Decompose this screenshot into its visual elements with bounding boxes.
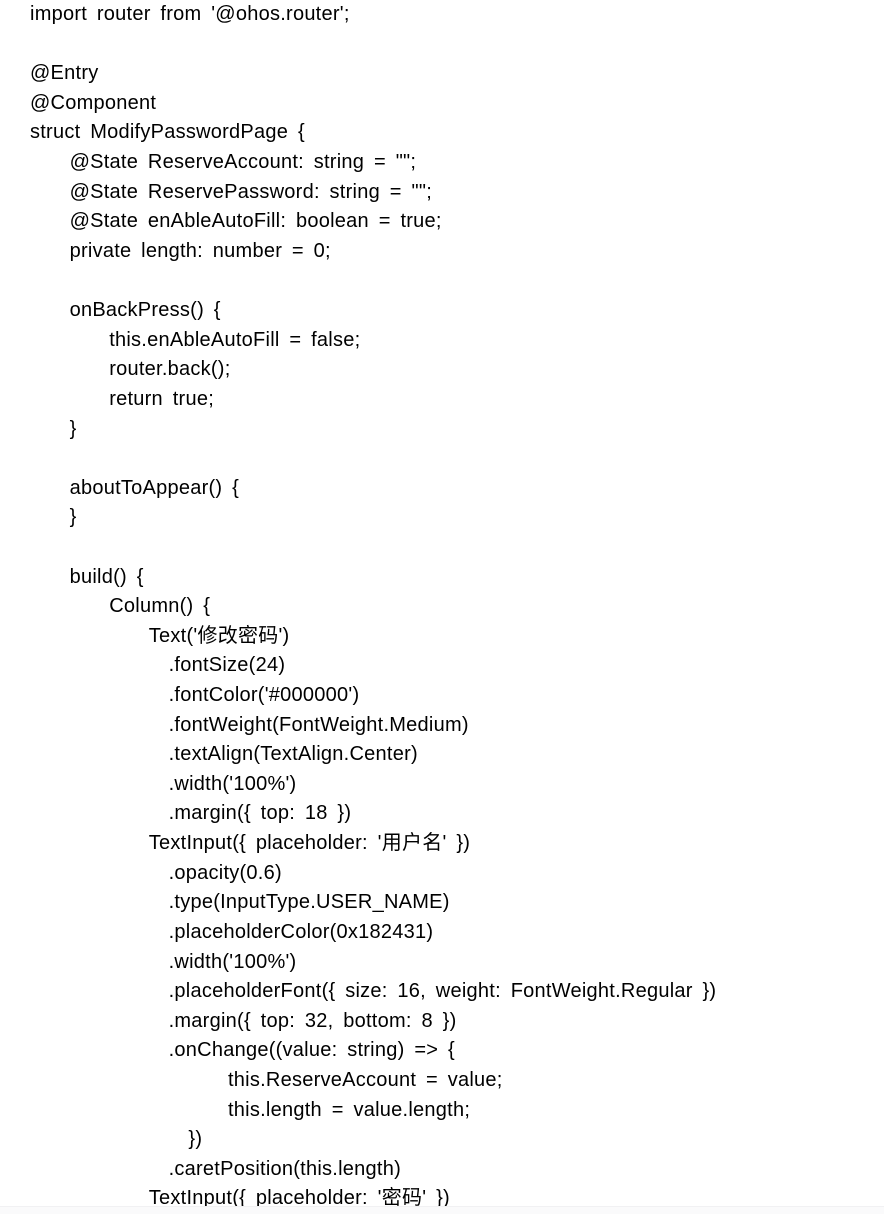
code-line: private length: number = 0;: [69, 239, 331, 262]
code-line: [0, 533, 884, 563]
code-line: .fontColor('#000000'): [168, 684, 360, 707]
code-line: .width('100%'): [168, 772, 297, 795]
code-line: @State ReserveAccount: string = "";: [69, 151, 417, 174]
code-line: @State ReservePassword: string = "";: [69, 180, 433, 203]
code-line: Text('修改密码'): [148, 624, 290, 647]
code-line: }: [69, 417, 77, 440]
code-line: .placeholderColor(0x182431): [168, 920, 434, 943]
code-line: @Component: [30, 91, 157, 114]
code-line: .fontWeight(FontWeight.Medium): [168, 713, 469, 736]
code-line: @State enAbleAutoFill: boolean = true;: [69, 210, 442, 233]
code-line: import router from '@ohos.router';: [30, 3, 350, 25]
code-line: .placeholderFont({ size: 16, weight: Fon…: [168, 980, 717, 1003]
code-line: }: [69, 506, 77, 529]
code-line: build() {: [69, 565, 144, 588]
code-line: this.enAbleAutoFill = false;: [109, 328, 361, 351]
code-line: .type(InputType.USER_NAME): [168, 891, 450, 914]
code-line: .width('100%'): [168, 950, 297, 973]
code-line: .onChange((value: string) => {: [168, 1039, 455, 1062]
code-line: return true;: [109, 387, 215, 410]
code-line: .opacity(0.6): [168, 861, 282, 884]
code-line: onBackPress() {: [69, 299, 221, 322]
code-line: [0, 30, 884, 60]
code-line: this.ReserveAccount = value;: [228, 1068, 503, 1091]
code-line: .margin({ top: 32, bottom: 8 }): [168, 1009, 457, 1032]
code-line: .caretPosition(this.length): [168, 1157, 402, 1180]
code-line: TextInput({ placeholder: '用户名' }): [148, 832, 471, 855]
code-line: .textAlign(TextAlign.Center): [168, 743, 418, 766]
code-line: this.length = value.length;: [228, 1098, 471, 1121]
code-line: .margin({ top: 18 }): [168, 802, 352, 825]
code-line: }): [188, 1128, 203, 1151]
code-line: Column() {: [109, 595, 211, 618]
code-line: router.back();: [109, 358, 231, 381]
code-line: [0, 266, 884, 296]
code-line: @Entry: [30, 62, 99, 85]
code-line: aboutToAppear() {: [69, 476, 240, 499]
code-line: struct ModifyPasswordPage {: [30, 121, 305, 144]
code-line: TextInput({ placeholder: '密码' }): [148, 1187, 450, 1210]
code-line: [0, 444, 884, 474]
code-line: .fontSize(24): [168, 654, 286, 677]
bottom-divider: [0, 1206, 884, 1214]
